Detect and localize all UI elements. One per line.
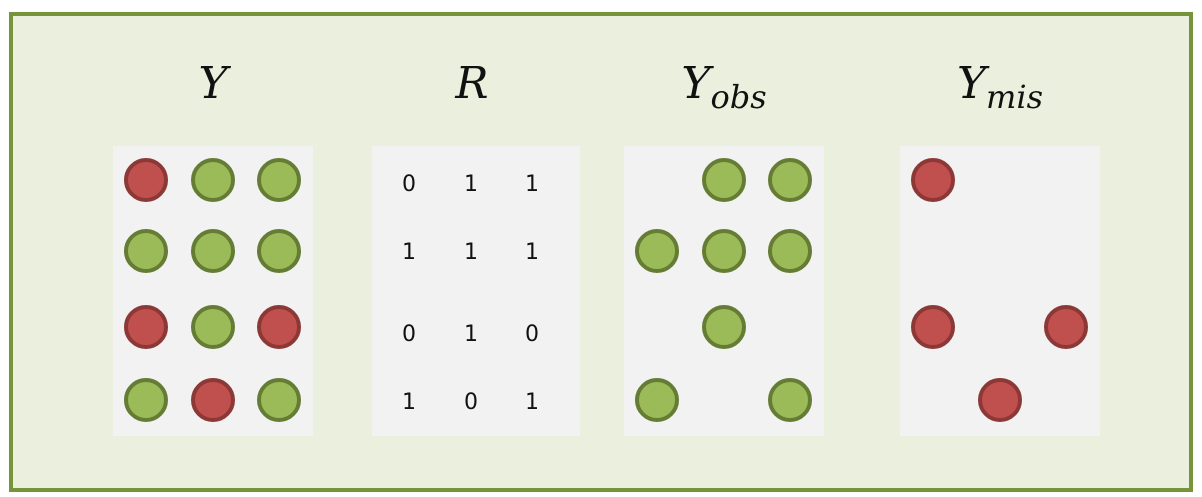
yobs-circle-green-r2c3 bbox=[768, 229, 812, 273]
r-matrix-value-r4c2: 0 bbox=[464, 390, 478, 415]
panel-ymis-matrix bbox=[900, 146, 1100, 436]
y-circle-red-r3c1 bbox=[124, 305, 168, 349]
yobs-circle-green-r1c2 bbox=[702, 158, 746, 202]
ymis-circle-red-r3c1 bbox=[911, 305, 955, 349]
title-y: Y bbox=[113, 54, 313, 114]
title-yobs-base: Y bbox=[681, 58, 711, 109]
y-circle-green-r2c1 bbox=[124, 229, 168, 273]
y-circle-green-r4c3 bbox=[257, 378, 301, 422]
y-circle-green-r2c2 bbox=[191, 229, 235, 273]
y-circle-green-r1c3 bbox=[257, 158, 301, 202]
r-matrix-value-r2c3: 1 bbox=[525, 240, 539, 265]
r-matrix-value-r1c2: 1 bbox=[464, 172, 478, 197]
title-y-base: Y bbox=[198, 58, 228, 109]
r-matrix-value-r4c3: 1 bbox=[525, 390, 539, 415]
r-matrix-value-r2c1: 1 bbox=[402, 240, 416, 265]
y-circle-green-r3c2 bbox=[191, 305, 235, 349]
title-ymis: Ymis bbox=[900, 54, 1100, 116]
y-circle-red-r3c3 bbox=[257, 305, 301, 349]
panel-yobs-matrix bbox=[624, 146, 824, 436]
r-matrix-value-r3c1: 0 bbox=[402, 322, 416, 347]
r-matrix-value-r4c1: 1 bbox=[402, 390, 416, 415]
panel-y-matrix bbox=[113, 146, 313, 436]
panel-r-matrix: 0 1 1 1 1 1 0 1 0 1 0 1 bbox=[372, 146, 580, 436]
yobs-circle-green-r2c2 bbox=[702, 229, 746, 273]
ymis-circle-red-r4c2 bbox=[978, 378, 1022, 422]
title-ymis-base: Y bbox=[956, 58, 987, 109]
title-yobs-sub: obs bbox=[710, 78, 767, 116]
y-circle-green-r1c2 bbox=[191, 158, 235, 202]
title-ymis-sub: mis bbox=[986, 78, 1044, 116]
r-matrix-value-r3c3: 0 bbox=[525, 322, 539, 347]
ymis-circle-red-r3c3 bbox=[1044, 305, 1088, 349]
title-yobs: Yobs bbox=[624, 54, 824, 116]
r-matrix-value-r2c2: 1 bbox=[464, 240, 478, 265]
title-r: R bbox=[372, 54, 572, 114]
title-r-base: R bbox=[455, 58, 489, 109]
y-circle-green-r2c3 bbox=[257, 229, 301, 273]
yobs-circle-green-r3c2 bbox=[702, 305, 746, 349]
yobs-circle-green-r4c1 bbox=[635, 378, 679, 422]
y-circle-red-r4c2 bbox=[191, 378, 235, 422]
y-circle-green-r4c1 bbox=[124, 378, 168, 422]
ymis-circle-red-r1c1 bbox=[911, 158, 955, 202]
yobs-circle-green-r4c3 bbox=[768, 378, 812, 422]
r-matrix-value-r3c2: 1 bbox=[464, 322, 478, 347]
r-matrix-value-r1c3: 1 bbox=[525, 172, 539, 197]
y-circle-red-r1c1 bbox=[124, 158, 168, 202]
r-matrix-value-r1c1: 0 bbox=[402, 172, 416, 197]
yobs-circle-green-r2c1 bbox=[635, 229, 679, 273]
yobs-circle-green-r1c3 bbox=[768, 158, 812, 202]
